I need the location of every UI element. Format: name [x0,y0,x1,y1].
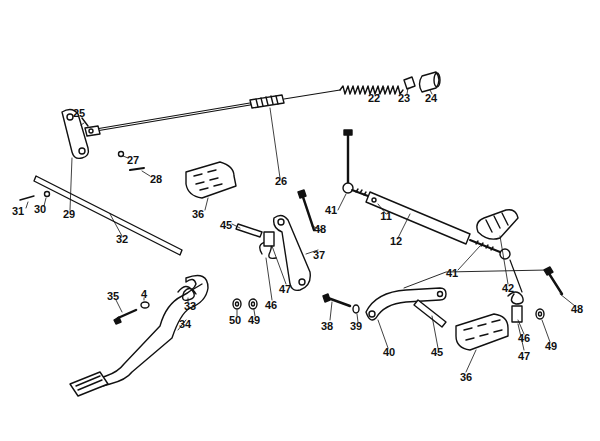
callout-number: 48 [314,224,326,235]
callout-number: 33 [184,301,196,312]
callout-number: 40 [383,347,395,358]
callout-number: 22 [368,93,380,104]
callout-number: 47 [279,284,291,295]
callout-number: 31 [12,206,24,217]
callout-number: 34 [179,319,191,330]
callout-number: 46 [265,300,277,311]
callout-number: 25 [73,108,85,119]
callout-number: 36 [192,209,204,220]
callout-number: 27 [127,155,139,166]
callout-number: 45 [220,220,232,231]
callout-number: 26 [275,176,287,187]
callout-number: 4 [141,289,147,300]
callout-number: 38 [321,321,333,332]
callout-number: 48 [571,304,583,315]
callout-number: 41 [325,205,337,216]
callout-number: 49 [248,315,260,326]
callout-number: 42 [502,283,514,294]
callout-number: 29 [63,209,75,220]
callout-number: 45 [431,347,443,358]
callout-number: 50 [229,315,241,326]
callout-number: 30 [34,204,46,215]
callout-number: 24 [425,93,437,104]
callout-number: 11 [380,211,392,222]
callout-number: 12 [390,236,402,247]
callout-number: 32 [116,234,128,245]
callout-number: 35 [107,291,119,302]
callout-number: 47 [518,351,530,362]
callout-number: 36 [460,372,472,383]
callout-number: 41 [446,268,458,279]
callout-number: 49 [545,341,557,352]
callout-number: 28 [150,174,162,185]
callout-number: 37 [313,250,325,261]
callout-number: 23 [398,93,410,104]
callout-number: 39 [350,321,362,332]
callout-number: 46 [518,333,530,344]
